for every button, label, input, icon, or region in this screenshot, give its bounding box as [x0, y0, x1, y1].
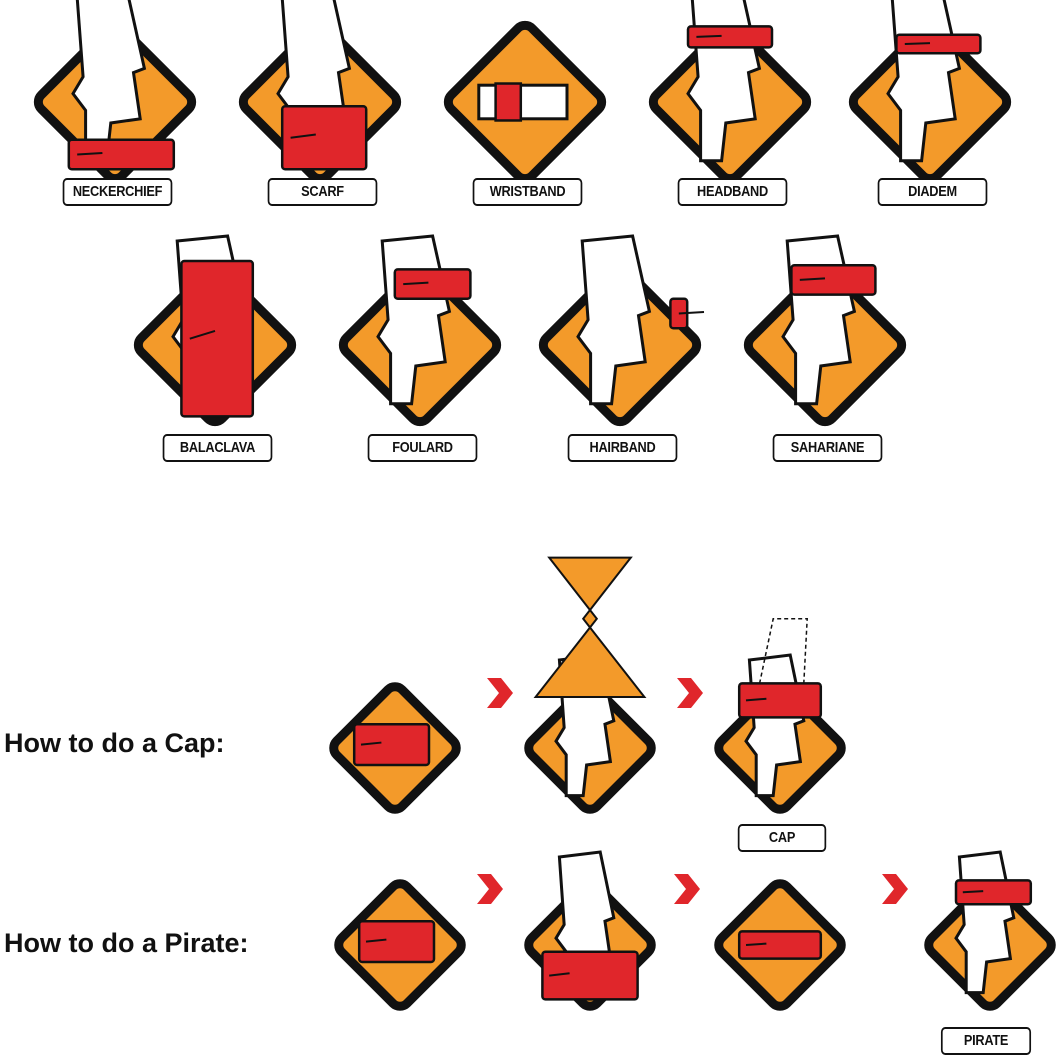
step-arrow-icon — [675, 676, 705, 715]
label-neckerchief: NECKERCHIEF — [62, 178, 172, 206]
label-balaclava: BALACLAVA — [162, 434, 272, 462]
pirate-step-1-fold — [322, 837, 478, 1033]
style-foulard — [326, 221, 514, 449]
label-hairband: HAIRBAND — [567, 434, 677, 462]
label-foulard: FOULARD — [367, 434, 477, 462]
label-wristband: WRISTBAND — [472, 178, 582, 206]
cap-step-2-twist — [512, 556, 668, 836]
style-wristband — [431, 0, 619, 206]
step-arrow-icon — [475, 872, 505, 911]
label-sahariane: SAHARIANE — [772, 434, 882, 462]
label-diadem: DIADEM — [877, 178, 987, 206]
style-scarf — [226, 0, 414, 206]
cap-step-1-fold — [317, 640, 473, 836]
style-neckerchief — [21, 0, 209, 206]
cap-label: CAP — [737, 824, 827, 852]
style-hairband — [526, 221, 714, 449]
style-sahariane — [731, 221, 919, 449]
style-diadem — [836, 0, 1024, 206]
label-headband: HEADBAND — [677, 178, 787, 206]
step-arrow-icon — [485, 676, 515, 715]
step-arrow-icon — [880, 872, 910, 911]
pirate-step-2-fold-band — [512, 837, 668, 1033]
pirate-label: PIRATE — [940, 1027, 1032, 1055]
step-arrow-icon — [672, 872, 702, 911]
label-scarf: SCARF — [267, 178, 377, 206]
pirate-step-4-result — [912, 837, 1064, 1033]
pirate-heading: How to do a Pirate: — [4, 928, 249, 958]
cap-step-3-result — [702, 618, 858, 836]
cap-heading: How to do a Cap: — [4, 728, 225, 758]
style-balaclava — [121, 221, 309, 449]
pirate-step-3-tie — [702, 837, 858, 1033]
style-headband — [636, 0, 824, 206]
